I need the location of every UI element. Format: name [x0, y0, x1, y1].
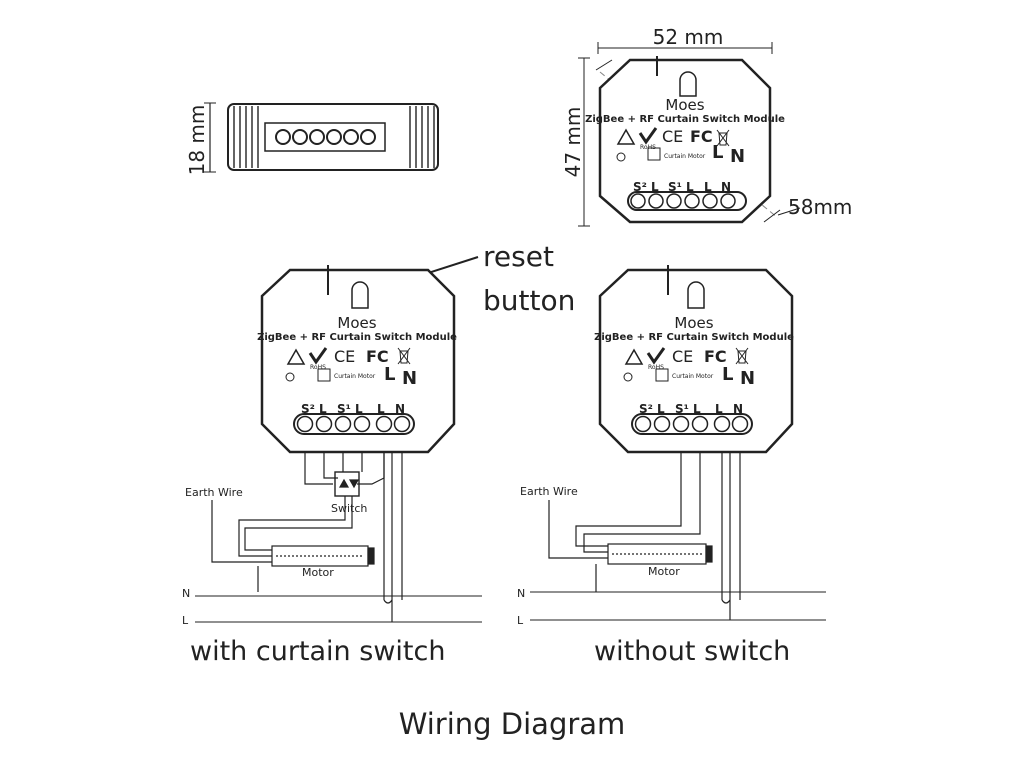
motor-label: Motor	[302, 566, 334, 579]
earth-symbol-icon	[616, 152, 626, 162]
brand-logo: Moes	[665, 96, 704, 114]
reset-button-icon	[687, 281, 705, 309]
depth-dimension-label: 47 mm	[561, 107, 585, 178]
l-marking: L	[722, 364, 733, 385]
module-side-view: 18 mm	[185, 102, 439, 176]
module-right: Moes ZigBee + RF Curtain Switch Module R…	[594, 265, 794, 454]
module-title: ZigBee + RF Curtain Switch Module	[594, 332, 794, 343]
fcc-mark-icon: FC	[690, 127, 713, 146]
ce-mark-icon: CE	[672, 347, 693, 366]
module-top-view: 52 mm 47 mm 58mm Moes ZigBee + RF Curtai…	[561, 25, 852, 227]
terminal-label: S²	[639, 402, 653, 416]
ce-mark-icon: CE	[662, 127, 683, 146]
module-title: ZigBee + RF Curtain Switch Module	[257, 332, 457, 343]
warning-icon	[616, 128, 636, 145]
caption-right: without switch	[594, 636, 790, 667]
rohs-label: RoHS	[310, 364, 326, 371]
reset-callout-line1: reset	[483, 240, 554, 273]
terminal-label: L	[657, 402, 665, 416]
rohs-check-icon	[638, 127, 658, 145]
terminal-label: L	[693, 402, 701, 416]
terminal-label: S¹	[337, 402, 351, 416]
reset-button-icon	[351, 281, 369, 309]
module-title: ZigBee + RF Curtain Switch Module	[585, 114, 785, 125]
neutral-line-label: N	[517, 587, 525, 600]
right-wiring	[530, 452, 826, 621]
earth-symbol-icon	[623, 372, 633, 382]
brand-logo: Moes	[337, 314, 376, 332]
switch-down-icon	[348, 479, 360, 489]
diagram-title: Wiring Diagram	[399, 707, 626, 741]
fcc-mark-icon: FC	[704, 347, 727, 366]
terminal-label: L	[715, 402, 723, 416]
earth-symbol-icon	[285, 372, 295, 382]
module-left: Moes ZigBee + RF Curtain Switch Module R…	[257, 265, 457, 454]
n-marking: N	[740, 368, 755, 389]
brand-logo: Moes	[674, 314, 713, 332]
motor-label: Curtain Motor	[664, 153, 706, 160]
l-marking: L	[712, 142, 723, 163]
terminal-label: S²	[301, 402, 315, 416]
rohs-check-icon	[646, 347, 666, 365]
weee-bin-icon	[397, 347, 411, 365]
terminal-label: N	[395, 402, 405, 416]
motor-label: Motor	[648, 565, 680, 578]
left-wiring	[195, 452, 482, 623]
live-line-label: L	[182, 614, 189, 627]
terminal-label: L	[355, 402, 363, 416]
n-marking: N	[402, 368, 417, 389]
switch-label: Switch	[331, 502, 367, 515]
caption-left: with curtain switch	[190, 636, 445, 667]
height-dimension-label: 18 mm	[185, 105, 209, 176]
n-marking: N	[730, 146, 745, 167]
earth-wire-label: Earth Wire	[185, 486, 243, 499]
terminal-label: N	[733, 402, 743, 416]
diagonal-dimension-label: 58mm	[788, 195, 852, 219]
terminal-label: L	[686, 180, 694, 194]
reset-callout-line2: button	[483, 284, 575, 317]
warning-icon	[286, 348, 306, 365]
terminal-label: L	[651, 180, 659, 194]
motor-label: Curtain Motor	[334, 373, 376, 380]
terminal-label: S¹	[675, 402, 689, 416]
live-line-label: L	[517, 614, 524, 627]
l-marking: L	[384, 364, 395, 385]
ce-mark-icon: CE	[334, 347, 355, 366]
terminal-label: S²	[633, 180, 647, 194]
weee-bin-icon	[716, 129, 730, 147]
terminal-label: L	[377, 402, 385, 416]
neutral-line-label: N	[182, 587, 190, 600]
weee-bin-icon	[735, 347, 749, 365]
rohs-check-icon	[308, 347, 328, 365]
terminal-label: L	[704, 180, 712, 194]
terminal-label: N	[721, 180, 731, 194]
curtain-switch-body	[334, 471, 360, 497]
width-dimension-label: 52 mm	[653, 25, 724, 49]
switch-up-icon	[338, 478, 350, 488]
earth-wire-label: Earth Wire	[520, 485, 578, 498]
fcc-mark-icon: FC	[366, 347, 389, 366]
motor-label: Curtain Motor	[672, 373, 714, 380]
warning-icon	[624, 348, 644, 365]
rohs-label: RoHS	[648, 364, 664, 371]
terminal-label: L	[319, 402, 327, 416]
terminal-label: S¹	[668, 180, 682, 194]
